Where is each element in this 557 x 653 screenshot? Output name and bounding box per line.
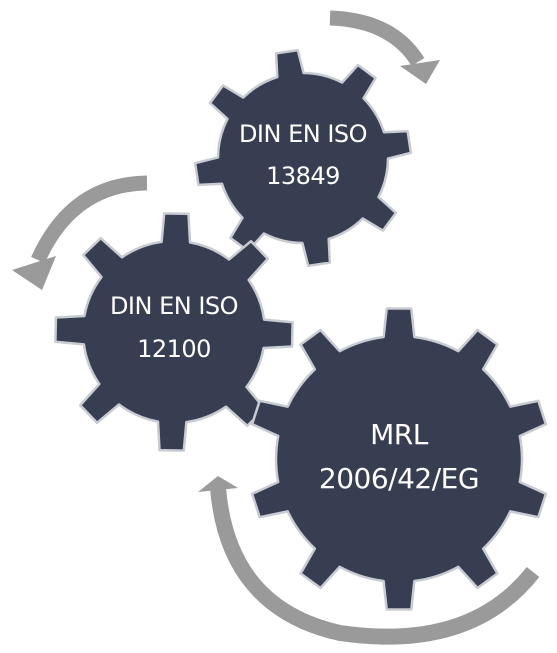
arrow-bottom-head — [198, 476, 238, 492]
arrow-top-right — [329, 10, 440, 84]
gear-top: DIN EN ISO 13849 — [193, 48, 413, 268]
arrow-top-right-arc — [329, 10, 425, 67]
gear-left-label-line-2: 12100 — [137, 335, 211, 363]
gear-left-label-line-1: DIN EN ISO — [110, 292, 238, 320]
arrow-bottom-arc — [210, 487, 540, 645]
gear-left: DIN EN ISO 12100 — [54, 212, 294, 452]
arrow-top-right-head — [400, 60, 440, 84]
arrow-left-head — [12, 256, 56, 290]
gear-bottom-label-line-1: MRL — [370, 418, 429, 451]
gear-bottom-label-line-2: 2006/42/EG — [319, 462, 479, 495]
gear-left-body — [54, 212, 294, 452]
gear-top-label-line-1: DIN EN ISO — [239, 120, 367, 148]
gear-bottom: MRL 2006/42/EG — [250, 307, 548, 611]
gear-top-body — [193, 48, 413, 268]
gear-bottom-body — [250, 307, 548, 611]
arrow-left — [12, 175, 148, 290]
arrow-bottom — [198, 476, 540, 645]
arrow-left-arc — [31, 175, 148, 264]
gear-top-label-line-2: 13849 — [266, 162, 340, 190]
